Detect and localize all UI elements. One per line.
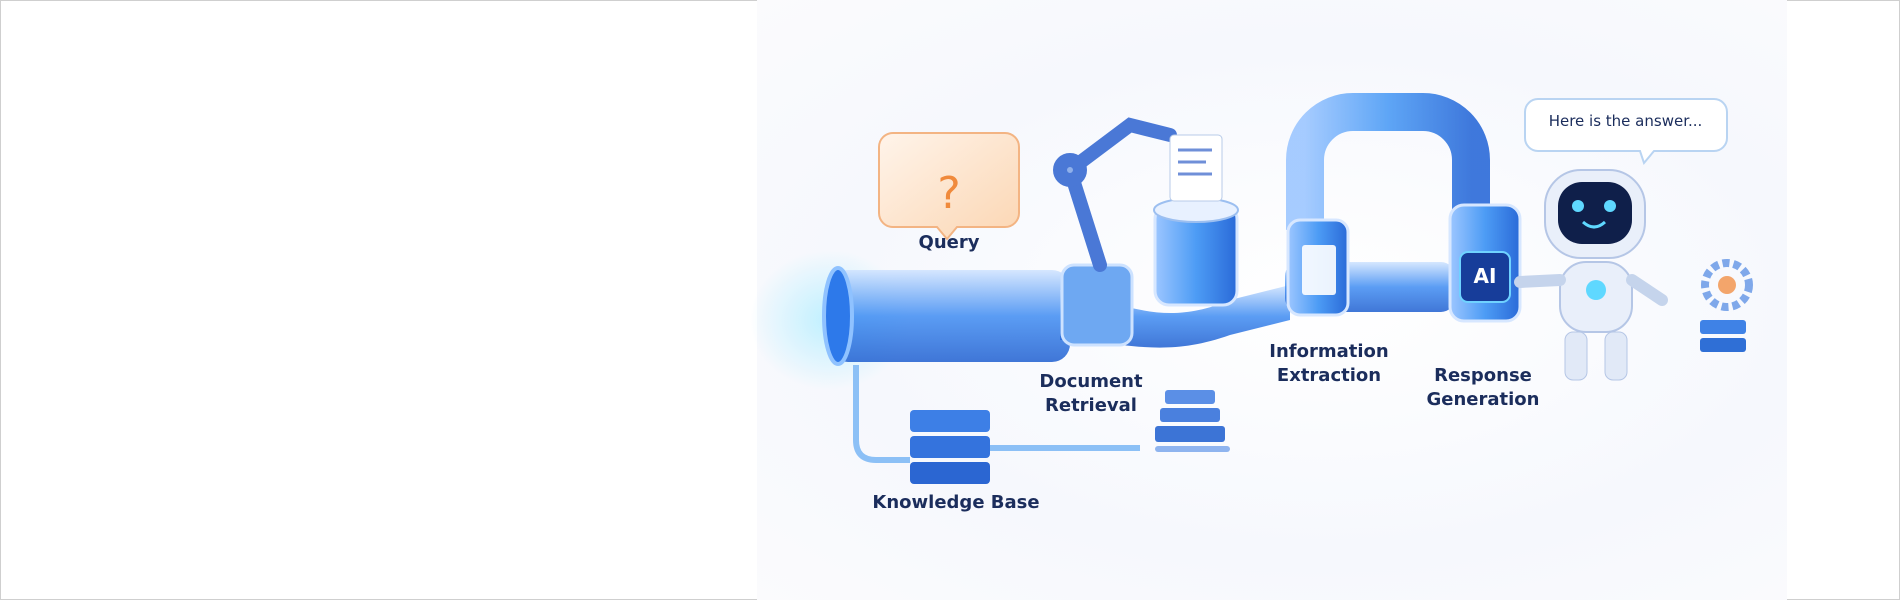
ai-badge: AI [1473, 264, 1497, 288]
document-icon [1169, 134, 1223, 202]
retrieved-docs-stack-icon [1155, 390, 1230, 452]
gear-icon [1700, 259, 1753, 352]
label-line: Document [1039, 371, 1143, 392]
label-line: Retrieval [1045, 395, 1137, 416]
label-information-extraction: Information Extraction [1269, 340, 1388, 388]
retrieval-joint [1060, 197, 1239, 347]
question-mark-icon: ? [937, 168, 961, 219]
label-response-generation: Response Generation [1427, 364, 1540, 412]
speech-bubble-text: Here is the answer... [1548, 112, 1703, 130]
answer-speech-bubble [1524, 98, 1728, 166]
robot-assistant [1514, 169, 1668, 381]
label-line: Response [1434, 365, 1532, 386]
label-line: Information [1269, 341, 1389, 362]
extraction-arch [1286, 93, 1490, 317]
ai-chip [1448, 203, 1522, 323]
label-line: Extraction [1276, 365, 1382, 386]
robot-arm [1053, 117, 1177, 272]
database-stack-icon [853, 365, 1140, 484]
label-document-retrieval: Document Retrieval [1039, 370, 1142, 418]
label-knowledge-base: Knowledge Base [872, 492, 1040, 513]
label-line: Generation [1426, 389, 1540, 410]
query-bubble [878, 132, 1020, 241]
label-query: Query [918, 232, 980, 253]
